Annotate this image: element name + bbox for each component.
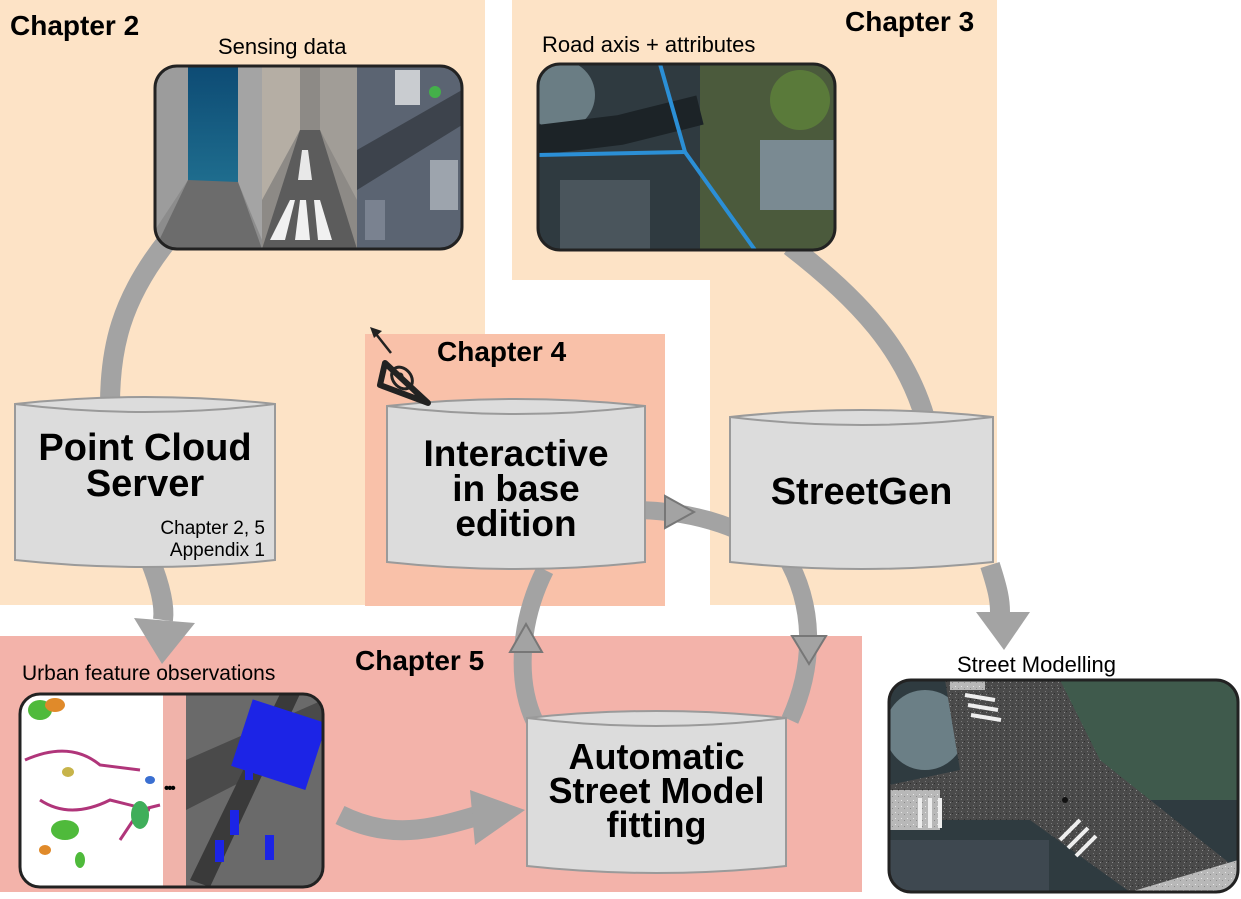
- urban-observations-caption: Urban feature observations: [22, 662, 276, 685]
- street-modelling-caption: Street Modelling: [957, 652, 1116, 677]
- chapter2-label: Chapter 2: [10, 10, 140, 41]
- interactive-line3: edition: [455, 503, 577, 545]
- eye-icon: [377, 360, 431, 406]
- arrowhead-streetgen-to-modelling: [976, 612, 1030, 650]
- sensing-data-caption: Sensing data: [218, 34, 347, 59]
- interactive-line1: Interactive: [423, 433, 609, 474]
- cycle-arrowhead-right: [790, 635, 828, 666]
- ellipsis-separator: •••: [164, 780, 176, 797]
- cycle-arrowhead-left: [508, 621, 544, 653]
- automatic-line2: Street Model: [548, 770, 765, 812]
- streetgen-title: StreetGen: [770, 471, 953, 513]
- pcs-title-line2: Server: [85, 463, 205, 506]
- arrow-urban-to-automatic: [335, 805, 483, 841]
- arrow-sensing-to-pcs: [100, 233, 176, 406]
- pcs-title: Point Cloud Server: [15, 427, 275, 506]
- cylinder-streetgen: [729, 409, 994, 570]
- arrow-pcs-to-urban: [140, 556, 174, 622]
- pcs-title-line1: Point Cloud: [38, 427, 252, 469]
- pcs-note-line1: Chapter 2, 5: [160, 518, 265, 539]
- urban-observations-image: [20, 694, 323, 887]
- cylinder-point-cloud-server: [14, 396, 276, 568]
- road-axis-caption: Road axis + attributes: [542, 32, 756, 57]
- automatic-title: Automatic Street Model fitting: [527, 736, 786, 846]
- interactive-line2: in base: [452, 468, 580, 510]
- cylinder-automatic: [526, 710, 787, 874]
- pcs-note-line2: Appendix 1: [169, 539, 265, 561]
- sensing-data-frame: [153, 64, 464, 251]
- road-axis-frame: [536, 62, 837, 252]
- road-axis-image: [538, 64, 835, 250]
- cycle-arrowhead-top: [664, 494, 697, 530]
- arrowhead-urban-to-automatic: [470, 790, 525, 845]
- arrow-streetgen-to-modelling: [980, 561, 1010, 613]
- urban-observations-frame: [18, 692, 325, 889]
- chapter5-label: Chapter 5: [355, 645, 485, 676]
- interactive-title: Interactive in base edition: [387, 433, 645, 545]
- automatic-line3: fitting: [606, 804, 707, 846]
- cylinder-interactive: [386, 398, 646, 570]
- automatic-line1: Automatic: [568, 736, 745, 777]
- pcs-note: Chapter 2, 5 Appendix 1: [100, 518, 265, 562]
- street-modelling-image: [889, 680, 1238, 892]
- arrowhead-pcs-to-urban: [134, 618, 195, 664]
- sensing-data-image: [155, 66, 462, 249]
- chapter4-label: Chapter 4: [437, 336, 567, 367]
- arrow-icon: [370, 327, 392, 354]
- chapter3-label: Chapter 3: [845, 6, 975, 37]
- street-modelling-frame: [887, 678, 1240, 894]
- arrow-road-to-streetgen: [783, 238, 935, 421]
